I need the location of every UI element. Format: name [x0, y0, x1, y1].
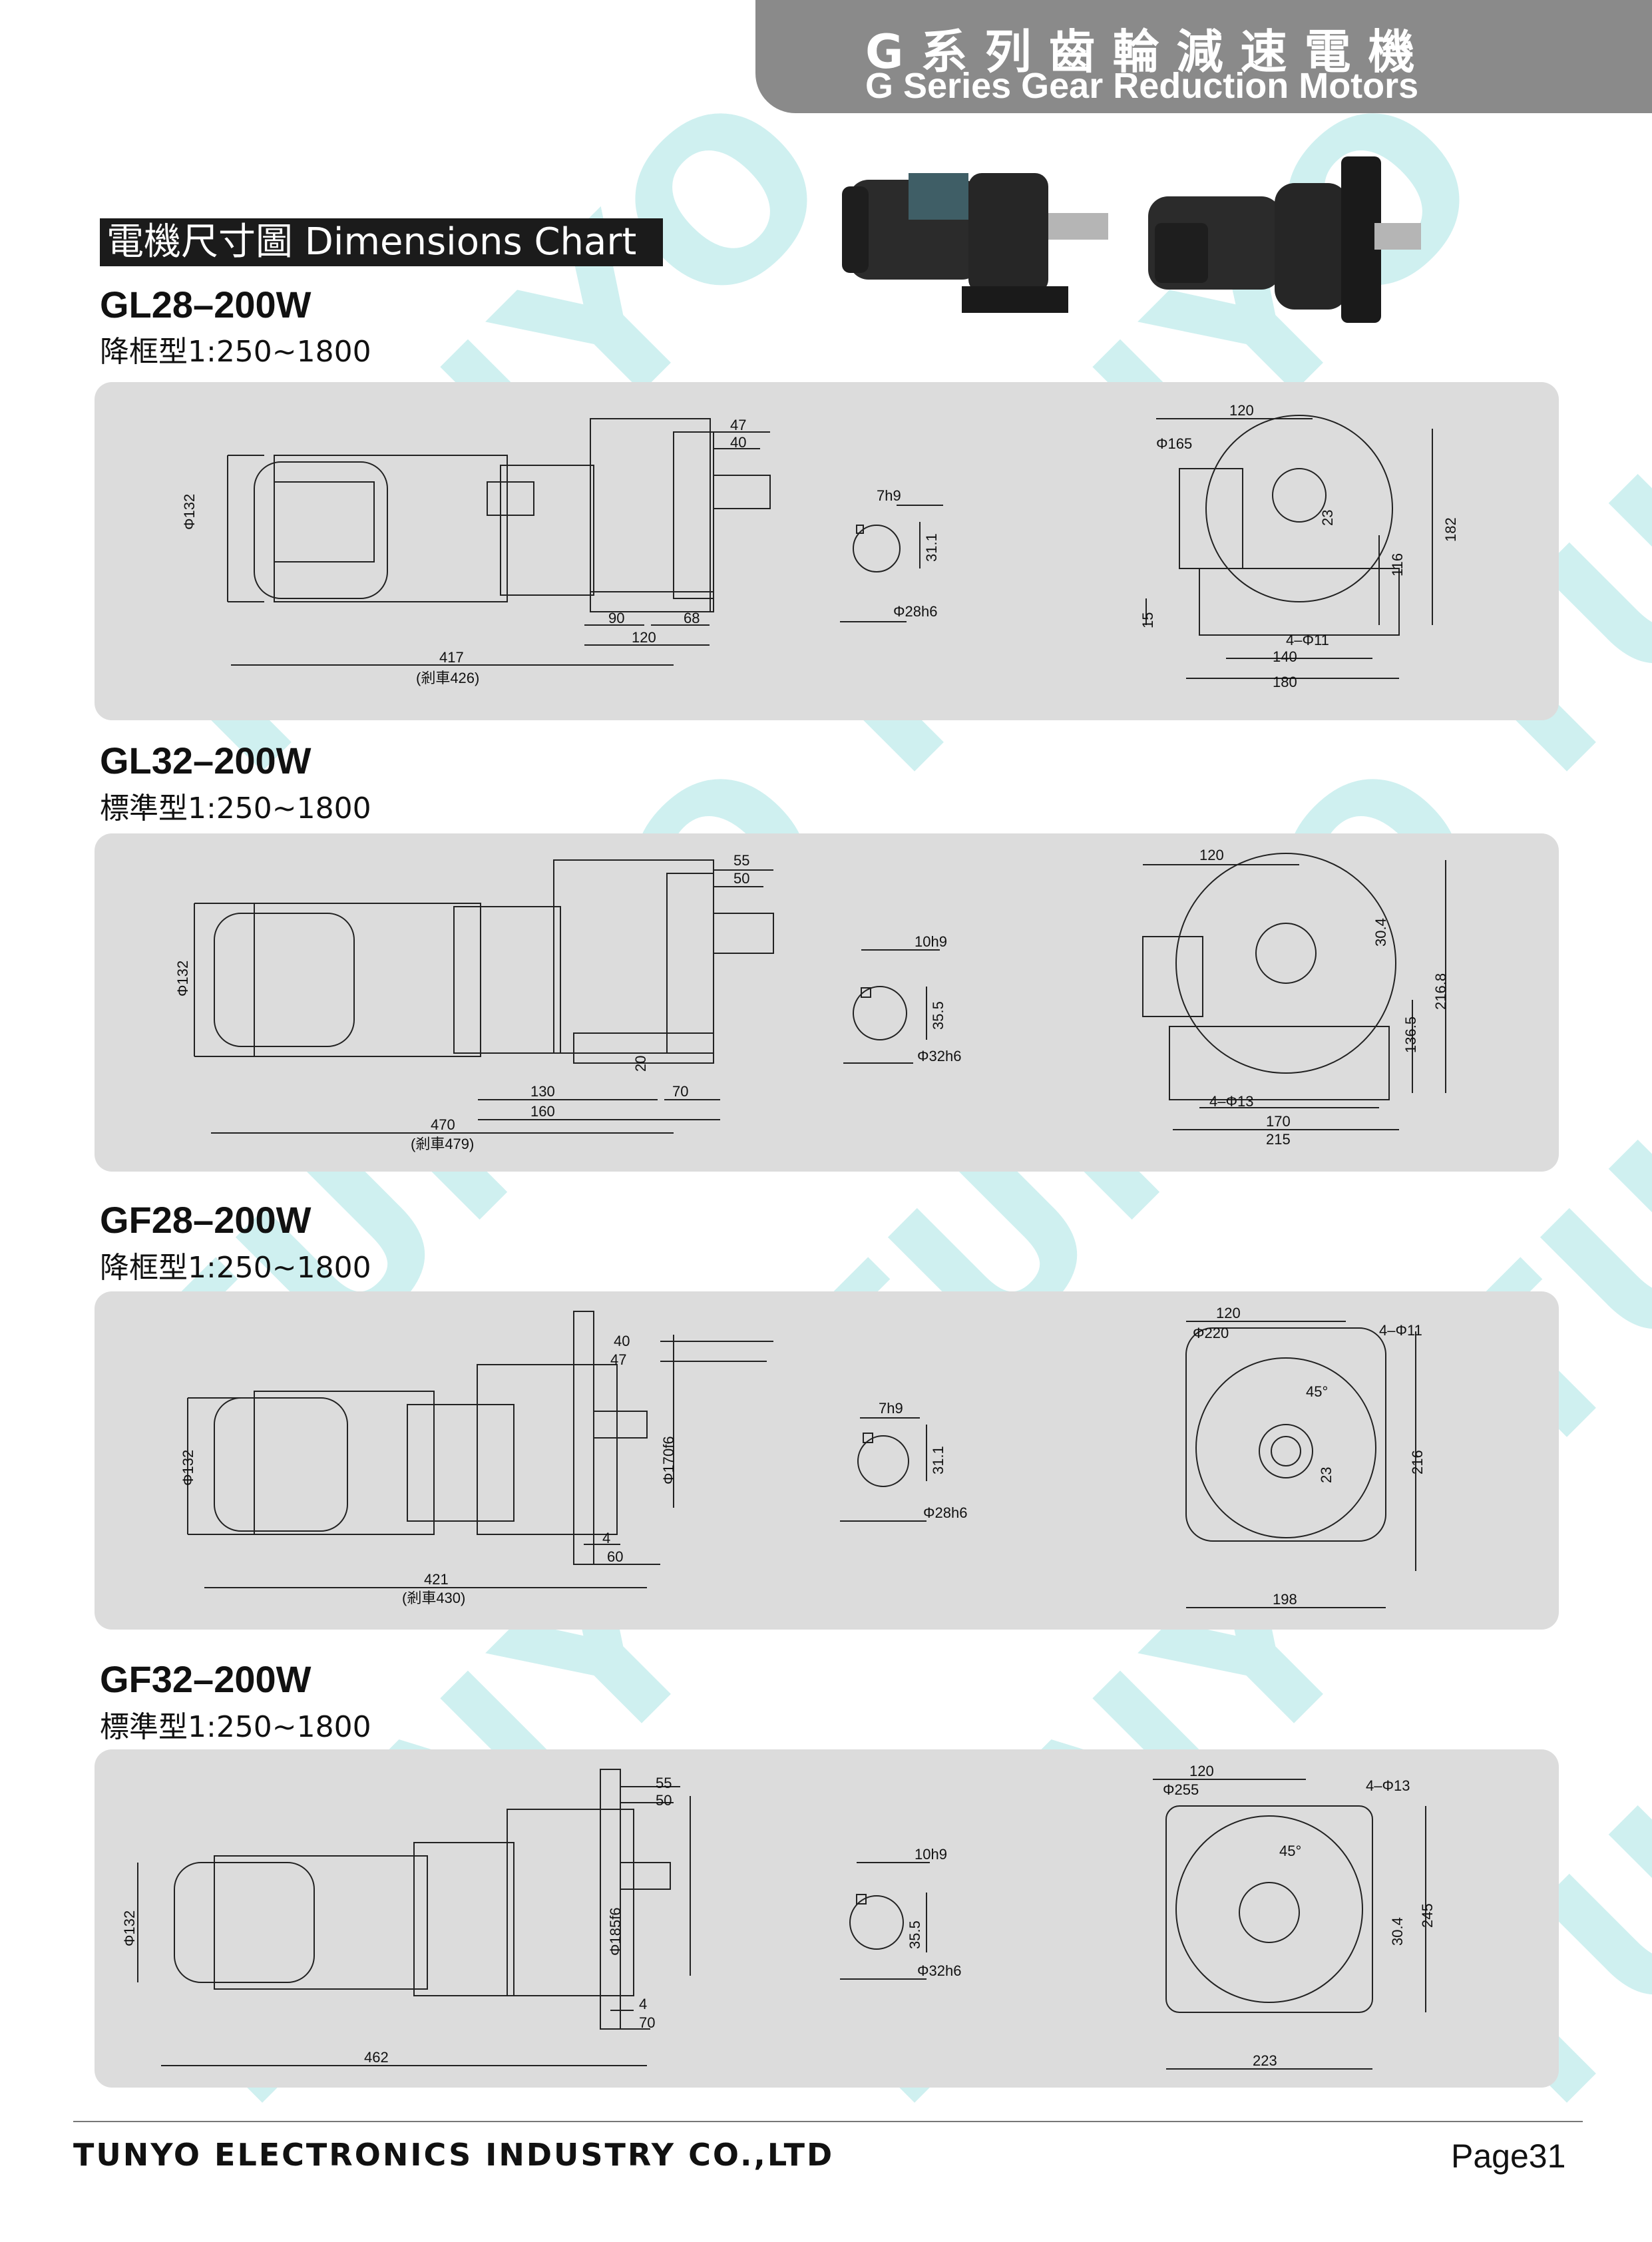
dim-label: 120	[1199, 847, 1224, 863]
dim-label: 4–Φ11	[1286, 632, 1329, 648]
header-title-en: G Series Gear Reduction Motors	[865, 66, 1419, 106]
dim-label: 4	[639, 1996, 647, 2012]
dim-label: 120	[1189, 1763, 1214, 1779]
dim-label: 23	[1318, 1467, 1335, 1483]
model-ratio: 降框型1:250~1800	[100, 1251, 371, 1285]
model-ratio: 標準型1:250~1800	[100, 791, 371, 825]
dim-label: 90	[608, 610, 624, 626]
dim-label: 70	[639, 2014, 655, 2031]
dim-label: 4–Φ11	[1379, 1322, 1422, 1339]
dim-label: 116	[1389, 553, 1406, 576]
footer-divider	[73, 2121, 1583, 2122]
dimension-panel-gl28: 47 40 Φ132 90 68 120 417 (剎車426) 7h9 31.…	[95, 382, 1559, 720]
dim-label: 136.5	[1402, 1016, 1419, 1053]
dim-label: 216	[1409, 1450, 1426, 1474]
dim-label: Φ28h6	[893, 603, 938, 620]
dim-label: 7h9	[877, 487, 901, 504]
dim-label: 4	[602, 1530, 610, 1546]
dim-label: Φ32h6	[917, 1962, 962, 1979]
dim-label: 470	[431, 1116, 455, 1133]
dim-label: 40	[614, 1333, 630, 1349]
dim-label: 198	[1273, 1591, 1297, 1608]
model-ratio: 降框型1:250~1800	[100, 335, 371, 369]
dimension-panel-gf32: 55 50 Φ185f6 Φ132 4 70 462 10h9 35.5 Φ32…	[95, 1749, 1559, 2088]
dim-label: 182	[1442, 517, 1459, 542]
dim-label: 417	[439, 649, 464, 666]
dim-label: Φ165	[1156, 435, 1192, 452]
dim-label: 30.4	[1389, 1917, 1406, 1946]
dim-label: 10h9	[915, 1846, 947, 1863]
dim-label: 55	[733, 852, 749, 869]
dim-label: 4–Φ13	[1209, 1093, 1254, 1110]
header-band: G系列齒輪減速電機 G Series Gear Reduction Motors	[755, 0, 1652, 113]
dim-label: 160	[530, 1103, 555, 1120]
dim-label: 223	[1253, 2052, 1277, 2069]
dim-label: 245	[1419, 1903, 1436, 1928]
dim-label: 55	[656, 1775, 672, 1791]
dim-label: 180	[1273, 674, 1297, 690]
dim-label: 23	[1319, 510, 1336, 526]
dim-label: 170	[1266, 1113, 1291, 1130]
header-title-zh: G系列齒輪減速電機	[865, 25, 1432, 79]
dim-label: 120	[1216, 1305, 1241, 1321]
dim-label: 45°	[1306, 1383, 1328, 1400]
dim-label: 31.1	[923, 533, 940, 562]
dim-label: (剎車430)	[402, 1590, 465, 1606]
dim-label: Φ132	[181, 494, 198, 530]
dim-label: 216.8	[1432, 973, 1449, 1010]
dim-label: 120	[632, 629, 656, 646]
dim-label: 15	[1139, 612, 1156, 628]
dim-label: 70	[672, 1083, 688, 1100]
dim-label: 68	[684, 610, 700, 626]
dim-label: 421	[424, 1571, 449, 1588]
model-ratio: 標準型1:250~1800	[100, 1710, 371, 1744]
company-name: TUNYO ELECTRONICS INDUSTRY CO.,LTD	[73, 2137, 835, 2173]
dim-label: 50	[733, 870, 749, 887]
dim-label: 7h9	[879, 1400, 903, 1417]
dim-label: Φ185f6	[607, 1907, 624, 1956]
section-label: 電機尺寸圖 Dimensions Chart	[100, 218, 664, 266]
dim-label: 462	[364, 2049, 389, 2066]
dim-label: 140	[1273, 648, 1297, 665]
dim-label: Φ170f6	[660, 1436, 677, 1484]
dim-label: Φ32h6	[917, 1048, 962, 1064]
model-title: GF28–200W	[100, 1199, 311, 1241]
dim-label: 35.5	[930, 1001, 946, 1030]
dim-label: Φ220	[1193, 1325, 1229, 1341]
dim-label: 50	[656, 1792, 672, 1809]
dim-label: 60	[607, 1548, 623, 1565]
dim-label: 130	[530, 1083, 555, 1100]
dim-label: 40	[730, 434, 746, 451]
dim-label: Φ132	[174, 961, 191, 997]
dim-label: 215	[1266, 1131, 1291, 1148]
product-photo-flange-mount	[1148, 156, 1421, 323]
dim-label: 35.5	[907, 1920, 923, 1949]
dim-label: Φ132	[180, 1450, 196, 1486]
dim-label: 45°	[1279, 1843, 1301, 1859]
model-title: GL28–200W	[100, 284, 311, 326]
dim-label: 4–Φ13	[1366, 1777, 1410, 1794]
dim-label: (剎車479)	[411, 1136, 474, 1152]
dim-label: 47	[730, 417, 746, 433]
dimension-panel-gf28: 47 40 Φ170f6 Φ132 4 60 421 (剎車430) 7h9 3…	[95, 1291, 1559, 1630]
model-title: GL32–200W	[100, 740, 311, 782]
page-number: Page31	[1451, 2137, 1566, 2175]
dim-label: 47	[610, 1351, 626, 1368]
dimension-panel-gl32: 55 50 Φ132 20 130 70 160 470 (剎車479) 10h…	[95, 833, 1559, 1172]
model-title: GF32–200W	[100, 1658, 311, 1700]
dim-label: 31.1	[930, 1446, 946, 1474]
dim-label: Φ132	[121, 1910, 138, 1946]
dim-label: (剎車426)	[416, 670, 479, 686]
dim-label: 120	[1229, 402, 1254, 419]
dim-label: 30.4	[1372, 918, 1389, 947]
product-photo-foot-mount	[842, 173, 1108, 313]
dim-label: 20	[632, 1056, 649, 1072]
dim-label: 10h9	[915, 933, 947, 950]
dim-label: Φ255	[1163, 1781, 1199, 1798]
dim-label: Φ28h6	[923, 1504, 968, 1521]
